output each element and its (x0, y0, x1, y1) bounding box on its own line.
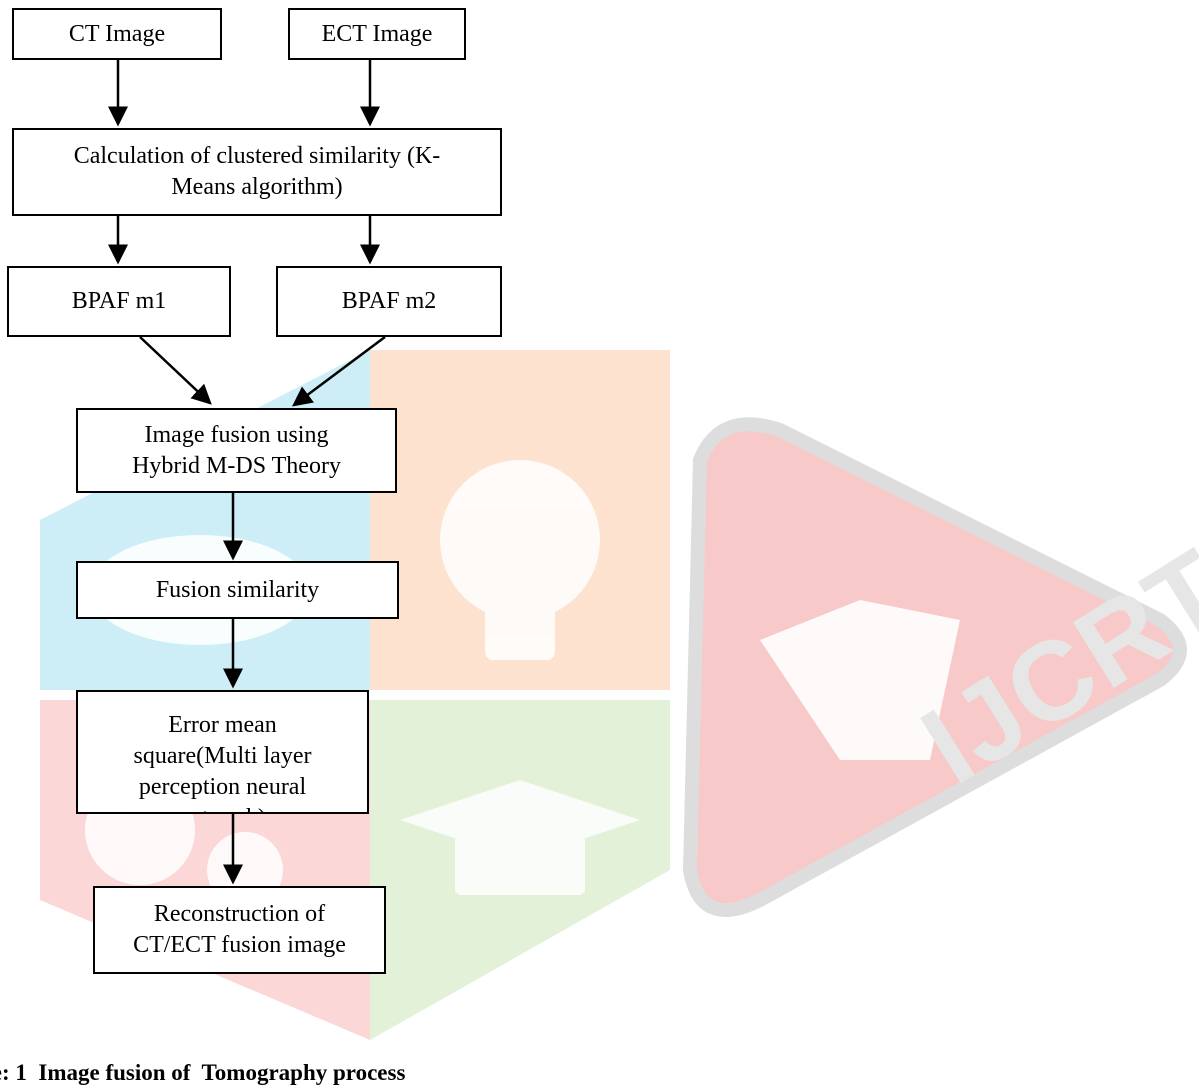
node-error-mean-square-label: Error mean square(Multi layer perception… (133, 712, 312, 812)
figure-caption: re: 1 Image fusion of Tomography process (0, 1060, 406, 1085)
arrow-bpaf-m2-to-fusion (291, 335, 386, 407)
node-fusion-similarity: Fusion similarity (76, 561, 399, 619)
node-ect-image: ECT Image (288, 8, 466, 60)
node-ct-image: CT Image (12, 8, 222, 60)
graduation-cap-icon (400, 780, 640, 895)
node-bpaf-m2: BPAF m2 (276, 266, 502, 337)
lightbulb-icon (440, 460, 600, 660)
node-kmeans: Calculation of clustered similarity (K- … (12, 128, 502, 216)
node-reconstruction-label: Reconstruction of CT/ECT fusion image (133, 901, 346, 958)
node-bpaf-m1: BPAF m1 (7, 266, 231, 337)
node-ct-image-label: CT Image (68, 20, 166, 47)
node-reconstruction: Reconstruction of CT/ECT fusion image (93, 886, 386, 974)
node-bpaf-m2-label: BPAF m2 (341, 288, 437, 314)
node-fusion: Image fusion using Hybrid M-DS Theory (76, 408, 397, 493)
arrow-bpaf-m1-to-fusion (139, 336, 212, 405)
node-error-mean-square: Error mean square(Multi layer perception… (76, 690, 369, 814)
node-fusion-similarity-label: Fusion similarity (155, 576, 320, 603)
node-kmeans-label: Calculation of clustered similarity (K- … (73, 143, 441, 200)
book-icon (760, 600, 960, 760)
node-ect-image-label: ECT Image (321, 20, 433, 47)
node-fusion-label: Image fusion using Hybrid M-DS Theory (132, 421, 341, 479)
node-bpaf-m1-label: BPAF m1 (71, 288, 167, 314)
